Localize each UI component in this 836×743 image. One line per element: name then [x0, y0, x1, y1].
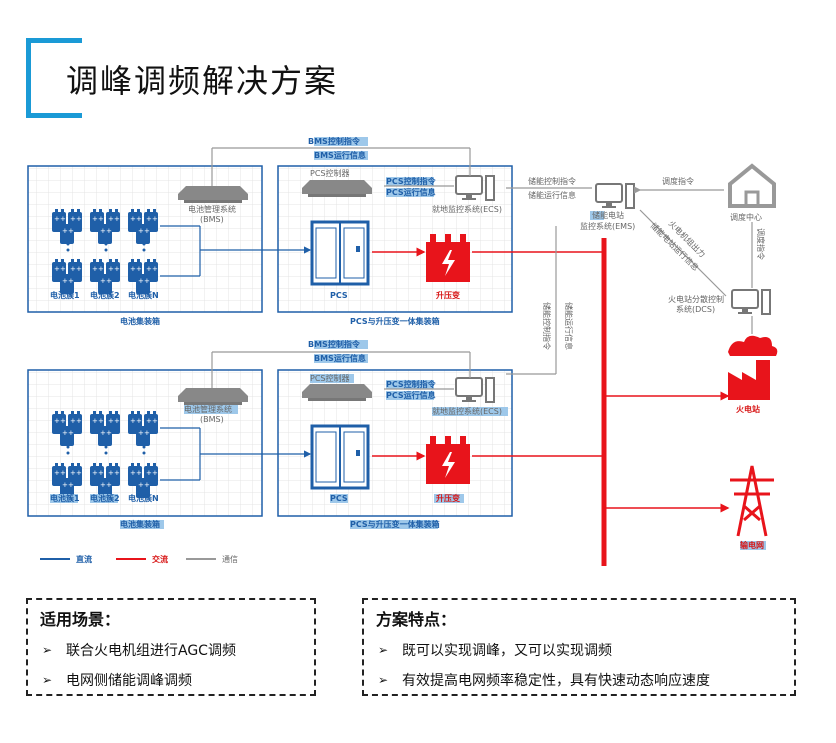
solution-diagram: + +	[27, 136, 778, 566]
feature-item: ➢有效提高电网频率稳定性，具有快速动态响应速度	[378, 673, 710, 689]
pcs-controller-label: PCS控制器	[310, 373, 350, 383]
scenario-item: ➢电网侧储能调峰调频	[42, 673, 192, 689]
vertical-storage-ctrl-label: 储能控制指令	[542, 302, 552, 350]
title-bracket	[26, 38, 82, 118]
transformer-label: 升压变	[436, 290, 460, 300]
bms-info-label: BMS运行信息	[314, 150, 366, 160]
transmission-tower-icon	[730, 465, 774, 537]
pcs-container-label: PCS与升压变一体集装箱	[350, 316, 440, 326]
pcs-cmd-label: PCS控制指令	[386, 379, 437, 389]
bullet-arrow-icon: ➢	[42, 643, 53, 657]
battery-container-label: 电池集装箱	[120, 316, 160, 326]
features-panel: 方案特点： ➢既可以实现调峰，又可以实现调频 ➢有效提高电网频率稳定性，具有快速…	[362, 598, 796, 696]
bullet-arrow-icon: ➢	[42, 673, 53, 687]
legend: 直流 交流 通信	[40, 554, 238, 564]
battery-cluster-n-label: 电池簇N	[128, 493, 159, 503]
legend-ac-label: 交流	[152, 554, 168, 564]
thermal-plant-label: 火电站	[736, 404, 760, 414]
bms-label: 电池管理系统	[184, 404, 232, 414]
pcs-controller-label: PCS控制器	[310, 168, 350, 178]
bms-cmd-label: BMS控制指令	[308, 339, 361, 349]
pcs-info-label: PCS运行信息	[386, 390, 436, 400]
ems-label-1: 储能电站	[592, 210, 624, 220]
battery-container-label: 电池集装箱	[120, 519, 160, 529]
bullet-arrow-icon: ➢	[378, 643, 389, 657]
storage-run-info-label: 储能运行信息	[528, 190, 576, 200]
page-title: 调峰调频解决方案	[66, 62, 339, 100]
feature-item: ➢既可以实现调峰，又可以实现调频	[378, 643, 612, 659]
pcs-label: PCS	[330, 494, 348, 503]
pcs-info-label: PCS运行信息	[386, 187, 436, 197]
ecs-label: 就地监控系统(ECS)	[432, 204, 502, 214]
battery-cluster-1-label: 电池簇1	[50, 493, 80, 503]
dispatch-center-label: 调度中心	[730, 212, 762, 222]
bms-info-label: BMS运行信息	[314, 353, 366, 363]
battery-cluster-1-label: 电池簇1	[50, 290, 80, 300]
battery-cluster-n-label: 电池簇N	[128, 290, 159, 300]
legend-dc-label: 直流	[76, 554, 92, 564]
bullet-arrow-icon: ➢	[378, 673, 389, 687]
grid-label: 输电网	[740, 540, 764, 550]
ecs-label: 就地监控系统(ECS)	[432, 406, 502, 416]
bottom-system-group: 电池管理系统 (BMS) 电池簇1 电池簇2 电池簇N 电池集装箱 PCS与升压…	[27, 339, 604, 529]
features-title: 方案特点：	[376, 610, 457, 629]
dispatch-cmd-label: 调度指令	[662, 176, 694, 186]
bms-sub-label: (BMS)	[200, 215, 224, 224]
dispatch-cmd-vertical-label: 调度指令	[756, 228, 766, 260]
legend-comm-label: 通信	[222, 554, 238, 564]
bms-sub-label: (BMS)	[200, 415, 224, 424]
scenarios-title: 适用场景：	[40, 610, 121, 629]
pcs-container-label: PCS与升压变一体集装箱	[350, 519, 440, 529]
thermal-plant-icon	[728, 335, 778, 400]
dcs-label-2: 系统(DCS)	[676, 304, 715, 314]
scenarios-panel: 适用场景： ➢联合火电机组进行AGC调频 ➢电网侧储能调峰调频	[26, 598, 316, 696]
battery-cluster-2-label: 电池簇2	[90, 290, 120, 300]
bms-label: 电池管理系统	[188, 204, 236, 214]
transformer-label: 升压变	[436, 493, 460, 503]
scenario-item: ➢联合火电机组进行AGC调频	[42, 643, 236, 659]
top-system-group: 电池管理系统 (BMS) 电池簇1 电池簇2 电池簇N 电池集装箱 PCS与升压…	[27, 136, 604, 326]
vertical-storage-info-label: 储能运行信息	[564, 302, 574, 350]
battery-cluster-2-label: 电池簇2	[90, 493, 120, 503]
dcs-label-1: 火电站分散控制	[668, 294, 724, 304]
storage-ctrl-cmd-label: 储能控制指令	[528, 176, 576, 186]
ems-label-2: 监控系统(EMS)	[580, 221, 635, 231]
bms-cmd-label: BMS控制指令	[308, 136, 361, 146]
pcs-cmd-label: PCS控制指令	[386, 176, 437, 186]
pcs-label: PCS	[330, 291, 348, 300]
